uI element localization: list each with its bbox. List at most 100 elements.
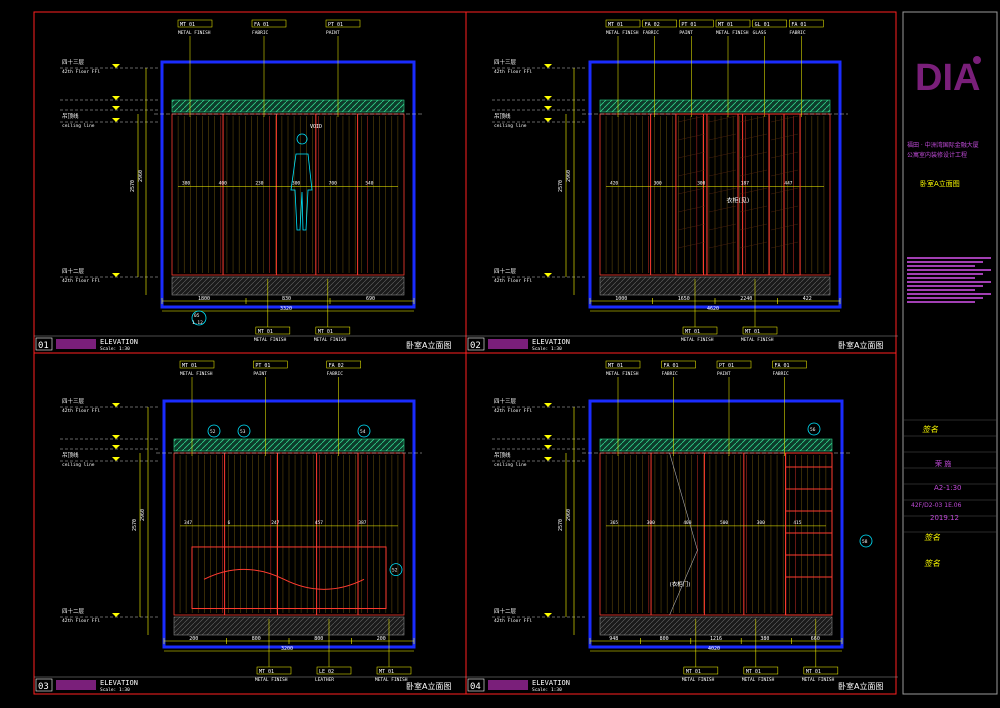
total-dimension-value: 3200 <box>281 646 293 652</box>
level-label-en: 42th Floor FFl <box>494 408 532 414</box>
view-title: 卧室A立面图 <box>406 340 451 350</box>
material-tag-box <box>743 666 779 675</box>
view-title: 卧室A立面图 <box>838 340 883 350</box>
open-shelf <box>785 452 833 616</box>
horizontal-dimension-value: 200 <box>377 636 386 642</box>
section-callout <box>237 424 251 438</box>
wardrobe-hatch <box>677 151 705 159</box>
material-tag-sub: PAINT <box>717 371 731 377</box>
level-label: 四十二层 <box>62 607 85 615</box>
inner-dimension-value: 300 <box>654 180 662 186</box>
view-caption: ELEVATION <box>100 338 138 346</box>
material-tag-sub: FABRIC <box>662 371 679 377</box>
wardrobe-hatch <box>739 115 768 123</box>
material-tag-box <box>179 360 215 369</box>
level-label-en: 42th Floor FFl <box>494 69 532 75</box>
vertical-dimension-value: 2960 <box>140 509 146 521</box>
project-line-2: 公寓室内装修设计工程 <box>907 151 967 159</box>
level-label-en: ceiling line <box>494 123 527 129</box>
material-tag: MT 01 <box>686 669 701 675</box>
wall-outline <box>588 60 842 309</box>
wardrobe-hatch <box>771 205 799 213</box>
level-marker <box>112 106 120 110</box>
ceiling-band <box>599 438 833 452</box>
section-callout <box>357 424 371 438</box>
vertical-dimension-value: 2570 <box>130 180 136 192</box>
section-callout-number: 56 <box>810 427 816 433</box>
horizontal-dimension-value: 660 <box>811 636 820 642</box>
level-marker <box>112 613 120 617</box>
wardrobe-hatch <box>771 241 799 249</box>
material-tag-box <box>256 666 292 675</box>
section-callout-number: 52 <box>210 429 216 435</box>
section-callout <box>807 422 821 436</box>
material-tag-sub: PAINT <box>679 30 693 36</box>
horizontal-dimension-value: 422 <box>803 296 812 302</box>
material-tag-sub: METAL FINISH <box>742 677 775 683</box>
level-marker <box>544 403 552 407</box>
horizontal-dimension-value: 1800 <box>198 296 210 302</box>
wall-outline <box>160 60 416 309</box>
level-marker <box>112 96 120 100</box>
inner-dimension-value: 6 <box>228 520 231 526</box>
wardrobe-door-annotation: (衣柜门) <box>670 580 691 588</box>
level-marker <box>112 273 120 277</box>
inner-dimension-value: 500 <box>720 520 728 526</box>
view-title: 卧室A立面图 <box>838 681 883 691</box>
wall-outline <box>162 399 416 649</box>
material-tag-sub: FABRIC <box>789 30 806 36</box>
material-tag: LE 02 <box>319 669 334 675</box>
view-scale: Scale: 1:30 <box>532 346 562 352</box>
material-tag-sub: METAL FINISH <box>802 677 835 683</box>
wardrobe-hatch <box>771 187 799 195</box>
horizontal-dimension-value: 800 <box>314 636 323 642</box>
level-marker <box>112 435 120 439</box>
wardrobe-hatch <box>771 169 799 177</box>
level-label-en: ceiling line <box>62 462 95 468</box>
material-tag-sub: LEATHER <box>315 677 334 683</box>
wardrobe-hatch <box>739 223 768 231</box>
material-tag-box <box>752 19 787 28</box>
material-tag-sub: METAL FINISH <box>375 677 408 683</box>
material-tag-sub: GLASS <box>753 30 767 36</box>
material-tag-box <box>253 360 288 369</box>
material-tag: FA 01 <box>664 363 679 369</box>
inner-dimension-value: 387 <box>358 520 366 526</box>
signature-2: 签名 <box>924 533 941 542</box>
material-tag-box <box>605 360 641 369</box>
view-number-box <box>467 678 485 692</box>
horizontal-dimension-value: 380 <box>760 636 769 642</box>
wardrobe-hatch <box>771 151 799 159</box>
wardrobe-hatch <box>677 115 705 123</box>
material-tag-box <box>255 326 291 335</box>
material-tag: FA 01 <box>791 22 806 28</box>
level-label: 吊顶线 <box>494 451 511 459</box>
level-label: 四十二层 <box>494 607 517 615</box>
level-label: 四十二层 <box>62 267 85 275</box>
view-number: 04 <box>470 682 481 692</box>
material-tag: MT 01 <box>259 669 274 675</box>
wardrobe-hatch <box>677 187 705 195</box>
inner-dimension-value: 300 <box>697 180 705 186</box>
material-tag-box <box>789 19 824 28</box>
material-tag-sub: FABRIC <box>252 30 269 36</box>
wardrobe-hatch <box>708 223 737 231</box>
level-marker <box>544 96 552 100</box>
wall-outline <box>588 399 844 649</box>
level-marker <box>112 64 120 68</box>
wardrobe-hatch <box>708 115 737 123</box>
horizontal-dimension-value: 800 <box>252 636 261 642</box>
section-callout-number: 05 <box>194 313 200 319</box>
wardrobe-hatch <box>771 223 799 231</box>
material-tag-box <box>376 666 412 675</box>
section-callout-number: 58 <box>862 539 868 545</box>
material-tag-sub: METAL FINISH <box>682 677 715 683</box>
view-number-box <box>35 337 53 351</box>
material-tag: FA 02 <box>329 363 344 369</box>
horizontal-dimension-value: 1000 <box>615 296 627 302</box>
wardrobe-hatch <box>739 241 768 249</box>
material-tag: PT 01 <box>719 363 734 369</box>
